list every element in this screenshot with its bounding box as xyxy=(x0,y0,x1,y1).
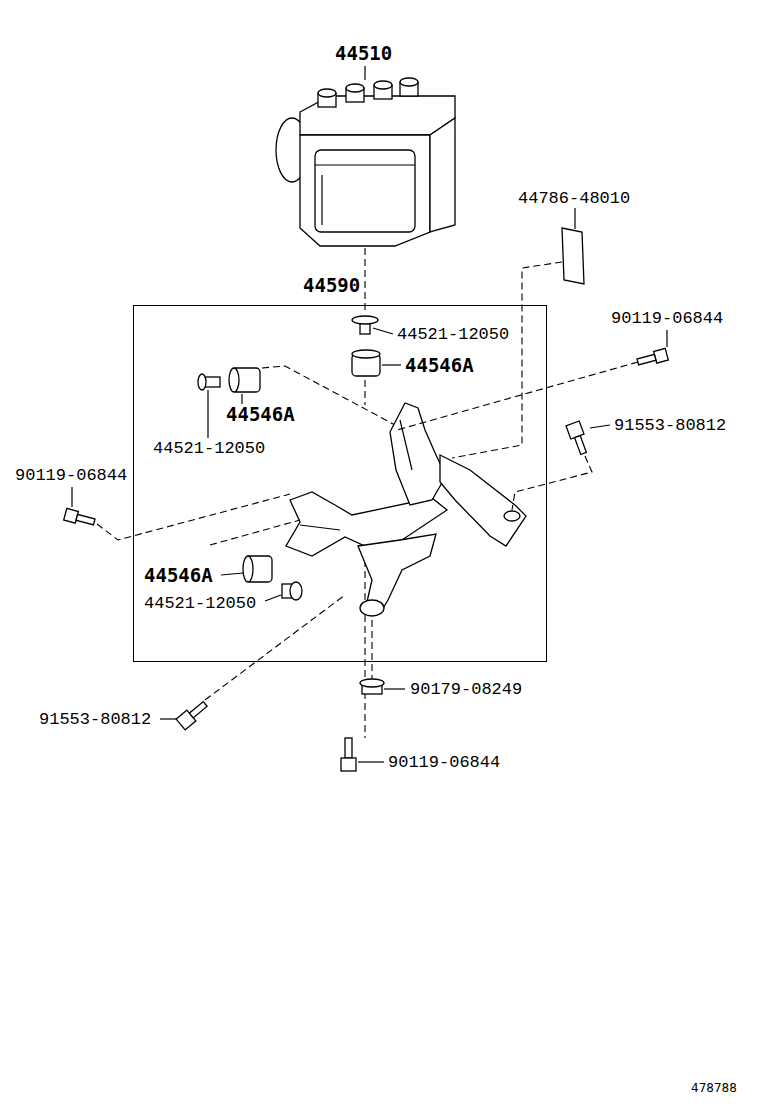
part-number: 44546A xyxy=(404,356,475,375)
part-number: 44521-12050 xyxy=(396,326,510,343)
part-number: 91553-80812 xyxy=(613,417,727,434)
part-number: 44546A xyxy=(225,405,296,424)
bracket xyxy=(286,403,526,616)
part-number: 90179-08249 xyxy=(409,681,523,698)
part-number: 90119-06844 xyxy=(14,467,128,484)
part-number: 90119-06844 xyxy=(387,754,501,771)
part-number: 44521-12050 xyxy=(152,440,266,457)
part-number: 44546A xyxy=(143,566,214,585)
abs-actuator xyxy=(276,66,455,246)
assembly-number: 44590 xyxy=(302,276,361,295)
label-sticker xyxy=(562,228,584,284)
part-number: 44510 xyxy=(334,44,393,63)
part-number: 478788 xyxy=(690,1082,738,1094)
part-number: 90119-06844 xyxy=(610,310,724,327)
part-number: 44521-12050 xyxy=(143,595,257,612)
part-number: 91553-80812 xyxy=(38,711,152,728)
part-number: 44786-48010 xyxy=(517,190,631,207)
